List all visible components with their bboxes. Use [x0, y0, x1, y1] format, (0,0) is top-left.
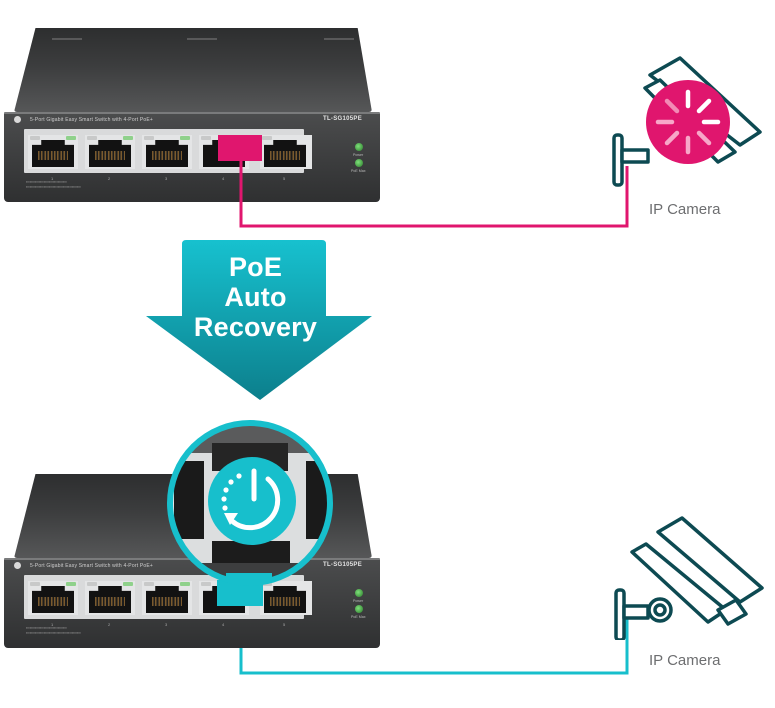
- port-number: 5: [283, 176, 286, 181]
- camera-bottom-icon: [614, 516, 764, 640]
- camera-top-label: IP Camera: [649, 201, 721, 218]
- port-number: 2: [108, 622, 111, 627]
- port-led: [180, 136, 190, 140]
- port-led: [87, 136, 97, 140]
- ethernet-port-2[interactable]: [85, 135, 135, 169]
- ethernet-port-2[interactable]: [85, 581, 135, 615]
- switch-description: 5-Port Gigabit Easy Smart Switch with 4-…: [30, 563, 154, 569]
- port-number: 1: [51, 622, 54, 627]
- port-led: [201, 582, 211, 586]
- recovery-arrow: [146, 240, 372, 400]
- port-led: [262, 136, 272, 140]
- poe-max-led: [355, 605, 363, 613]
- port-number: 3: [165, 622, 168, 627]
- power-led: [355, 143, 363, 151]
- camera-arm: [622, 604, 650, 620]
- power-led: [355, 589, 363, 597]
- camera-bottom-label: IP Camera: [649, 652, 721, 669]
- poe-max-led: [355, 159, 363, 167]
- ethernet-port-1[interactable]: [28, 581, 78, 615]
- camera-swivel-center: [653, 603, 667, 617]
- ethernet-port-3[interactable]: [142, 581, 192, 615]
- magnifier: [167, 420, 333, 586]
- port-number: 5: [283, 622, 286, 627]
- port-pins: [38, 151, 68, 160]
- magnifier-ring: [167, 420, 333, 586]
- port-led: [180, 582, 190, 586]
- power-led-label: Power: [353, 153, 364, 157]
- switch-model: TL-SG105PE: [322, 116, 362, 122]
- switch-model: TL-SG105PE: [322, 562, 362, 568]
- port-pins: [270, 151, 300, 160]
- switch-top-chassis: [14, 28, 372, 112]
- ethernet-port-1[interactable]: [28, 135, 78, 169]
- ethernet-port-5[interactable]: [260, 135, 312, 169]
- port-led: [30, 136, 40, 140]
- port-number: 3: [165, 176, 168, 181]
- arrow-label-line2: Auto: [224, 282, 287, 312]
- port-led: [123, 136, 133, 140]
- port-led: [144, 582, 154, 586]
- faulty-port-plug: [218, 135, 262, 161]
- chassis-seam: [52, 38, 82, 40]
- arrow-shape: [146, 240, 372, 400]
- switch-fine-print: ▪▪▪▪▪▪▪▪▪▪▪▪▪▪▪▪▪▪▪▪▪▪▪▪▪▪▪▪▪▪▪▪▪▪▪▪▪▪▪▪…: [26, 180, 81, 189]
- port-row: [24, 129, 312, 173]
- arrow-label-line1: PoE: [228, 252, 283, 282]
- port-pins: [95, 151, 125, 160]
- port-pins: [152, 151, 182, 160]
- camera-top-icon: [612, 56, 762, 187]
- arrow-label-line3: Recovery: [193, 312, 318, 342]
- port-led: [30, 582, 40, 586]
- chassis-seam: [324, 38, 354, 40]
- tp-link-logo-icon: [14, 116, 21, 123]
- port-pins: [38, 597, 68, 606]
- port-led: [144, 136, 154, 140]
- faulty-cable-path: [239, 160, 629, 228]
- ethernet-port-3[interactable]: [142, 135, 192, 169]
- switch-top: 5-Port Gigabit Easy Smart Switch with 4-…: [2, 28, 382, 203]
- port-number: 4: [222, 622, 225, 627]
- switch-fine-print: ▪▪▪▪▪▪▪▪▪▪▪▪▪▪▪▪▪▪▪▪▪▪▪▪▪▪▪▪▪▪▪▪▪▪▪▪▪▪▪▪…: [26, 626, 81, 635]
- port-led: [66, 582, 76, 586]
- port-number: 4: [222, 176, 225, 181]
- camera-housing: [656, 516, 764, 604]
- port-led: [201, 136, 211, 140]
- camera-lens: [716, 598, 748, 626]
- power-restart-icon: [208, 457, 296, 545]
- port-number: 2: [108, 176, 111, 181]
- chassis-seam: [187, 38, 217, 40]
- poe-max-led-label: PoE Max: [351, 615, 366, 619]
- switch-description: 5-Port Gigabit Easy Smart Switch with 4-…: [30, 117, 154, 123]
- port-led: [123, 582, 133, 586]
- port-led: [87, 582, 97, 586]
- port-pins: [95, 597, 125, 606]
- ethernet-port-5[interactable]: [260, 581, 312, 615]
- switch-front-panel: 5-Port Gigabit Easy Smart Switch with 4-…: [4, 112, 380, 202]
- poe-max-led-label: PoE Max: [351, 169, 366, 173]
- port-pins: [152, 597, 182, 606]
- port-number: 1: [51, 176, 54, 181]
- loading-badge: [646, 80, 730, 164]
- arrow-label: PoE Auto Recovery: [148, 252, 363, 342]
- camera-arm: [620, 148, 650, 164]
- port-pins: [270, 597, 300, 606]
- port-led: [66, 136, 76, 140]
- tp-link-logo-icon: [14, 562, 21, 569]
- power-led-label: Power: [353, 599, 364, 603]
